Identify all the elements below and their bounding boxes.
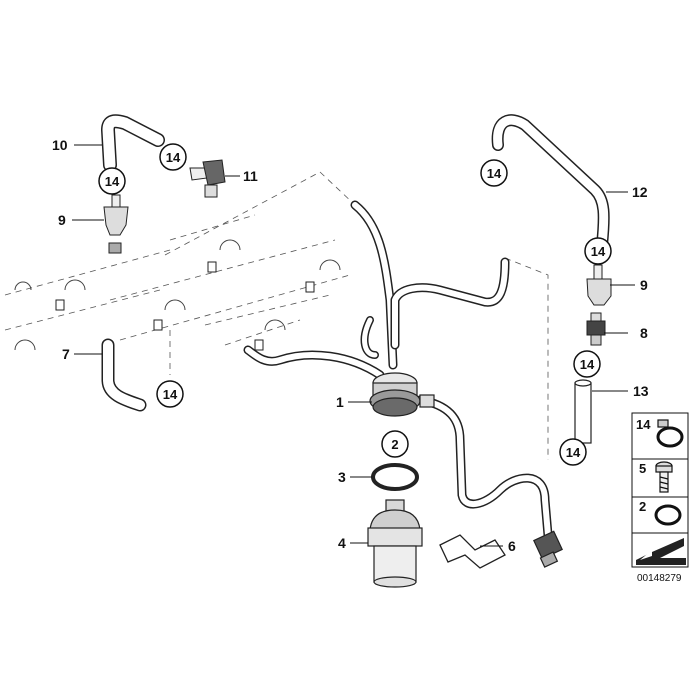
svg-text:14: 14 (591, 244, 606, 259)
legend-number-14: 14 (636, 417, 651, 432)
parts-legend: 14 5 2 00148279 (631, 412, 689, 584)
hose-clamp-icon (656, 419, 684, 448)
hose-lines (101, 114, 610, 540)
svg-text:2: 2 (391, 437, 398, 452)
callout-11: 11 (243, 168, 258, 184)
svg-text:14: 14 (487, 166, 502, 181)
circle-14-e: 14 (573, 350, 601, 378)
callout-12: 12 (632, 184, 648, 200)
legend-number-5: 5 (639, 461, 646, 476)
callout-7: 7 (62, 346, 70, 362)
valve-11 (189, 159, 226, 198)
engine-nipples (55, 261, 315, 351)
o-ring-icon (654, 504, 682, 526)
engine-details (14, 239, 341, 351)
bent-arrow-icon (636, 538, 686, 565)
document-id: 00148279 (637, 573, 682, 584)
circle-14-g: 14 (559, 438, 587, 466)
hose-connector (533, 530, 563, 568)
circle-14-c: 14 (480, 159, 508, 187)
svg-text:14: 14 (566, 445, 581, 460)
wire-clip (439, 534, 506, 569)
legend-number-2: 2 (639, 499, 646, 514)
circle-2: 2 (381, 430, 409, 458)
circle-14-f: 14 (156, 380, 184, 408)
screw-icon (655, 461, 673, 493)
callout-9-right: 9 (640, 277, 648, 293)
engine-outline (4, 171, 549, 460)
o-ring-part (371, 463, 419, 491)
circled-callouts: 14 14 14 14 14 14 14 2 (98, 143, 612, 466)
callout-1: 1 (336, 394, 344, 410)
canister (367, 499, 423, 588)
valve-9-left (103, 194, 129, 254)
svg-text:14: 14 (166, 150, 181, 165)
callout-8: 8 (640, 325, 648, 341)
callout-4: 4 (338, 535, 346, 551)
circle-14-b: 14 (98, 167, 126, 195)
svg-text:14: 14 (163, 387, 178, 402)
callout-3: 3 (338, 469, 346, 485)
callout-13: 13 (633, 383, 649, 399)
leader-lines (72, 144, 635, 547)
circle-14-d: 14 (584, 237, 612, 265)
callout-10: 10 (52, 137, 68, 153)
circle-14-a: 14 (159, 143, 187, 171)
valve-9-right (586, 264, 612, 306)
valve-8 (586, 312, 606, 346)
svg-text:14: 14 (580, 357, 595, 372)
callouts: 10 11 12 9 9 8 13 7 1 3 4 6 (52, 137, 649, 554)
air-pump (369, 372, 435, 417)
callout-9-left: 9 (58, 212, 66, 228)
hose-13 (574, 379, 592, 444)
callout-6: 6 (508, 538, 516, 554)
svg-text:14: 14 (105, 174, 120, 189)
